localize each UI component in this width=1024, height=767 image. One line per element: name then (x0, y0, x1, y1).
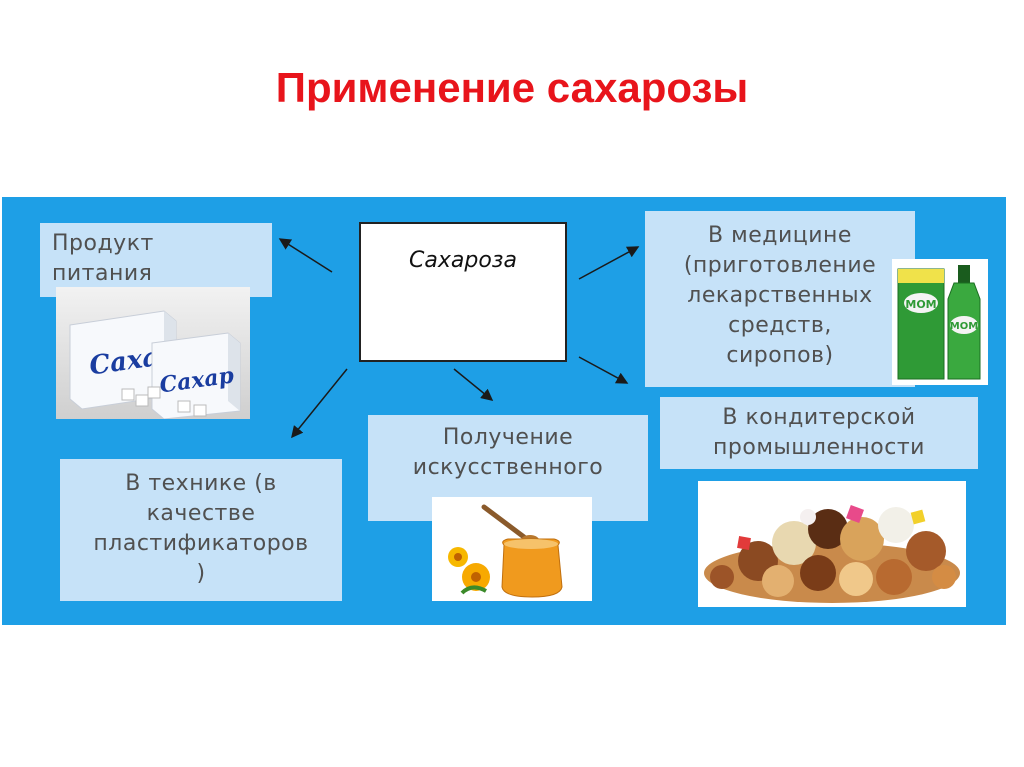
node-medicine: В медицине (приготовление лекарственных … (645, 211, 915, 387)
node-medicine-line-5: сиропов) (726, 343, 834, 368)
arrow-to-medicine (578, 246, 640, 280)
node-confectionery-line-1: В кондитерской (722, 405, 916, 430)
diagram-panel: Сахароза Продукт питания Сахар Сахар В м… (2, 197, 1006, 625)
arrow-to-artificial (453, 368, 494, 401)
node-technics: В технике (в качестве пластификаторов ) (60, 459, 342, 601)
sugar-box-icon: Сахар Сахар (56, 287, 250, 419)
node-confectionery: В кондитерской промышленности (660, 397, 978, 469)
node-medicine-line-2: (приготовление (683, 253, 877, 278)
arrows-layer (278, 238, 640, 439)
node-medicine-line-4: средств, (728, 313, 832, 338)
node-technics-line-1: В технике (в (125, 471, 277, 496)
node-food: Продукт питания (40, 223, 272, 297)
node-medicine-line-1: В медицине (708, 223, 852, 248)
syrup-brand-1: МОМ (905, 298, 936, 311)
sweets-pile-icon (698, 481, 966, 607)
node-artificial-line-2: искусственного (412, 455, 604, 480)
node-artificial-line-1: Получение (442, 425, 574, 450)
slide-title: Применение сахарозы (275, 64, 749, 111)
node-confectionery-line-2: промышленности (713, 435, 925, 460)
node-technics-line-2: качестве (146, 501, 256, 526)
node-food-line-1: Продукт (52, 231, 154, 256)
arrow-to-confectionery (578, 356, 629, 384)
node-food-line-2: питания (52, 261, 153, 286)
syrup-bottle-icon: МОМ МОМ (892, 259, 988, 385)
arrow-to-technics (291, 368, 348, 439)
center-node-label: Сахароза (409, 248, 517, 273)
node-technics-line-4: ) (196, 561, 206, 586)
node-medicine-line-3: лекарственных (687, 283, 873, 308)
honey-jar-icon (432, 497, 592, 601)
arrow-to-food (278, 238, 333, 273)
syrup-brand-2: МОМ (950, 321, 978, 332)
node-technics-line-3: пластификаторов (93, 531, 309, 556)
center-node: Сахароза (359, 222, 567, 362)
